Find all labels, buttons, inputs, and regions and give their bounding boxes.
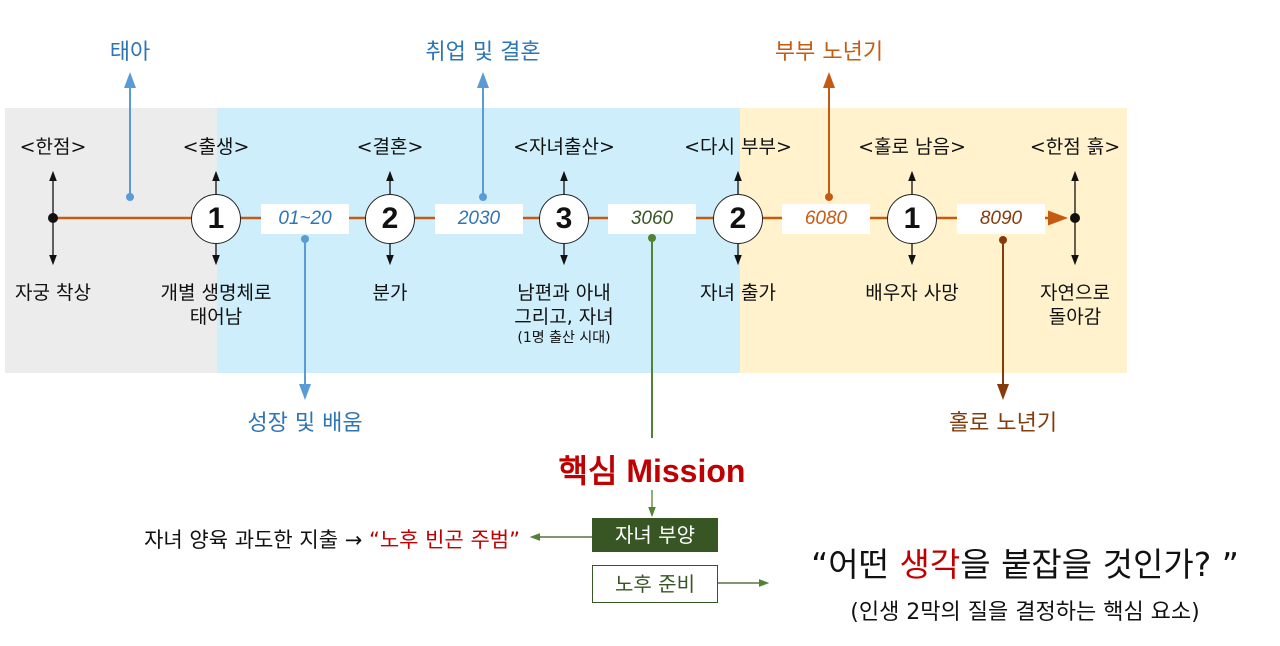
family-count-circle: 2	[365, 194, 415, 244]
stage-desc: 태어남	[189, 305, 243, 328]
question-highlight: 생각	[899, 545, 961, 584]
stage-top-label: <출생>	[182, 136, 250, 158]
stage-desc: 자연으로	[1040, 282, 1110, 304]
callout-alone-old-age: 홀로 노년기	[948, 411, 1058, 436]
period-label: 2030	[435, 204, 523, 234]
stage-bottom-label: 분가	[373, 282, 408, 306]
stage-desc: 그리고, 자녀	[514, 305, 614, 328]
band-prenatal	[5, 108, 217, 373]
family-count-circle: 1	[191, 194, 241, 244]
stage-top-label: <홀로 남음>	[858, 136, 966, 158]
question-text: 을 붙잡을 것인가? ”	[960, 545, 1239, 584]
family-count-circle: 3	[539, 194, 589, 244]
mission-title: 핵심 Mission	[558, 453, 746, 489]
key-question: “어떤 생각을 붙잡을 것인가? ”	[811, 538, 1239, 586]
family-count-circle: 2	[713, 194, 763, 244]
family-count-circle: 1	[887, 194, 937, 244]
question-subtitle: (인생 2막의 질을 결정하는 핵심 요소)	[850, 600, 1200, 625]
stage-desc: 자궁 착상	[15, 282, 91, 304]
poverty-cause-quote: “노후 빈곤 주범”	[368, 528, 520, 552]
stage-top-label: <자녀출산>	[513, 136, 615, 158]
period-label: 8090	[957, 204, 1045, 234]
overspending-note: 자녀 양육 과도한 지출 → “노후 빈곤 주범”	[144, 524, 520, 554]
callout-couple-old-age: 부부 노년기	[774, 40, 884, 65]
period-label: 01~20	[261, 204, 349, 234]
stage-desc: 개별 생명체로	[160, 282, 272, 304]
stage-top-label: <다시 부부>	[684, 136, 792, 158]
stage-bottom-label: 자궁 착상	[15, 282, 91, 306]
child-support-box: 자녀 부양	[592, 518, 718, 552]
stage-top-label: <한점 흙>	[1029, 136, 1121, 158]
stage-desc: 분가	[372, 282, 408, 304]
period-label: 6080	[782, 204, 870, 234]
stage-bottom-label: 자녀 출가	[700, 282, 776, 306]
callout-growth: 성장 및 배움	[247, 411, 363, 436]
stage-desc: 남편과 아내	[517, 282, 611, 304]
stage-top-label: <한점>	[19, 136, 87, 158]
band-old-age	[740, 108, 1127, 373]
question-text: “어떤	[811, 545, 900, 584]
stage-note: (1명 출산 시대)	[517, 329, 611, 346]
stage-desc: 배우자 사망	[865, 282, 959, 304]
stage-bottom-label: 배우자 사망	[865, 282, 958, 306]
retirement-prep-box: 노후 준비	[592, 565, 718, 603]
callout-fetus: 태아	[109, 40, 151, 65]
stage-desc: 자녀 출가	[700, 282, 776, 304]
stage-desc: 돌아감	[1048, 305, 1102, 328]
period-label: 3060	[608, 204, 696, 234]
callout-job-marriage: 취업 및 결혼	[425, 40, 541, 65]
overspending-text: 자녀 양육 과도한 지출 →	[144, 528, 369, 552]
stage-top-label: <결혼>	[356, 136, 424, 158]
